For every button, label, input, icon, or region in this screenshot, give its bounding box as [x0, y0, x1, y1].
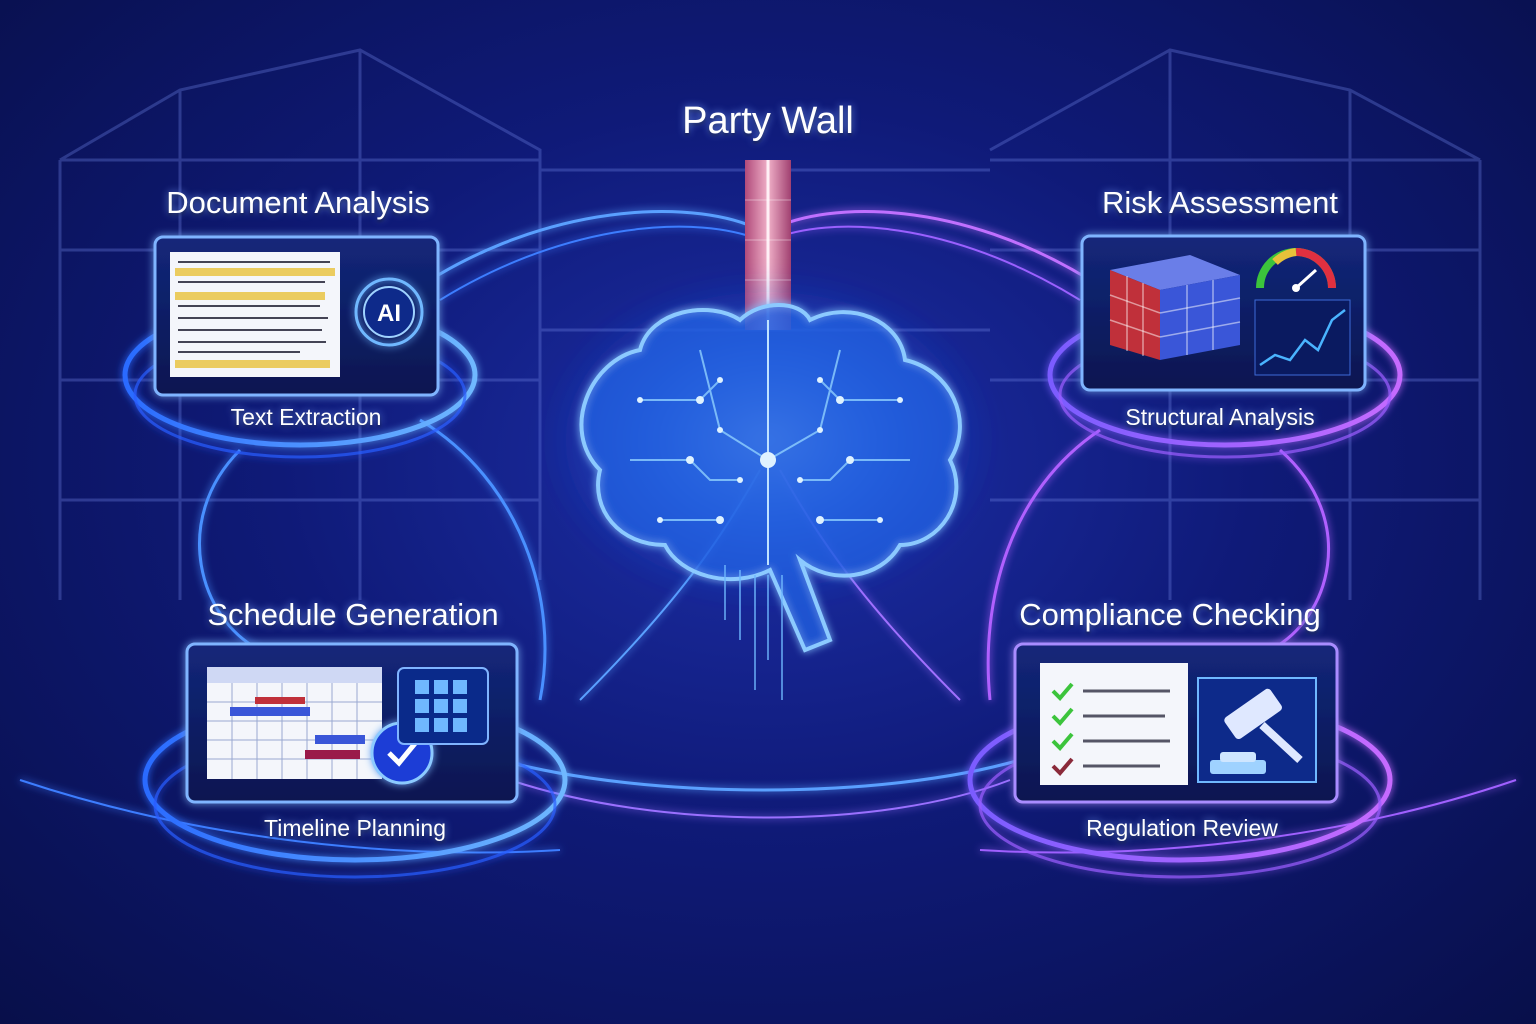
page-title: Party Wall	[682, 100, 854, 142]
heading-risk-assessment: Risk Assessment	[1101, 185, 1338, 220]
checklist-icon	[1040, 663, 1188, 785]
document-icon	[170, 252, 340, 377]
calendar-icon	[207, 667, 382, 779]
caption-timeline-planning: Timeline Planning	[264, 815, 446, 841]
brain-icon	[538, 270, 998, 700]
panel-compliance-checking	[1013, 642, 1339, 804]
cube-icon	[1109, 255, 1241, 360]
heading-schedule-generation: Schedule Generation	[207, 597, 499, 632]
ai-badge-label: AI	[377, 300, 401, 327]
caption-regulation-review: Regulation Review	[1086, 815, 1278, 841]
heading-compliance-checking: Compliance Checking	[1019, 597, 1321, 632]
caption-text-extraction: Text Extraction	[230, 404, 382, 430]
heading-document-analysis: Document Analysis	[166, 185, 430, 220]
caption-structural-analysis: Structural Analysis	[1125, 404, 1315, 430]
gavel-icon	[1197, 677, 1317, 783]
panel-document-analysis: AI	[153, 235, 440, 397]
panel-risk-assessment	[1080, 234, 1367, 392]
grid-app-icon	[397, 667, 489, 745]
gauge-icon	[1256, 248, 1336, 292]
ai-badge: AI	[354, 277, 424, 347]
panel-schedule-generation	[185, 642, 519, 804]
line-graph-icon	[1254, 299, 1351, 376]
